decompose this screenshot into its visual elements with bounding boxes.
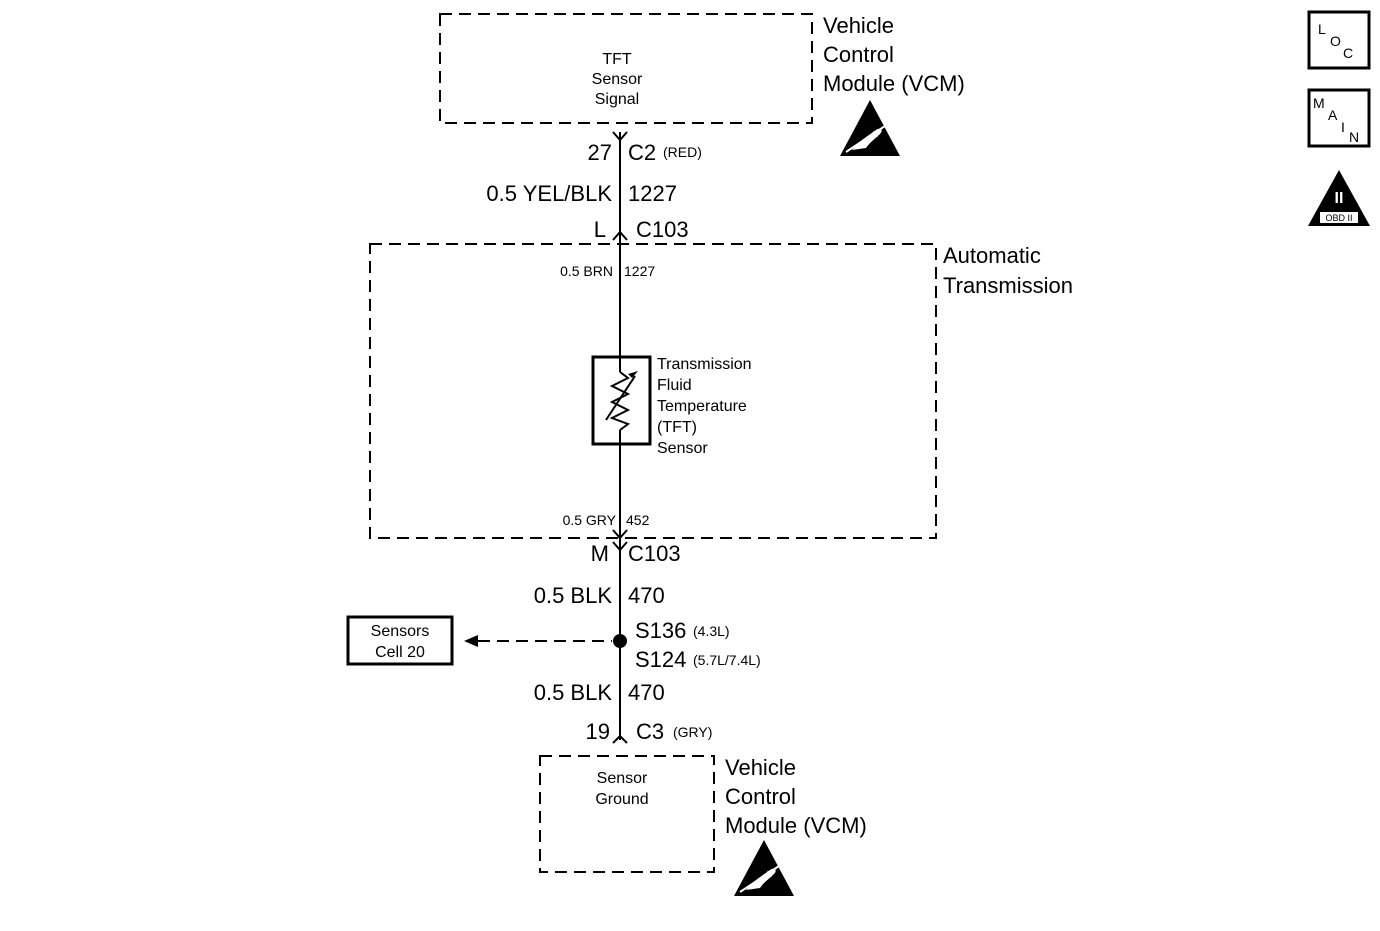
vcm-top-function-line-2: Sensor [592,71,643,88]
c103-top-connector-id: C103 [636,217,689,242]
esd-warning-icon [734,840,794,896]
wire-blk-lower-color: 0.5 BLK [534,680,613,705]
c103-top-connector-symbol [612,230,628,241]
wire-blk-upper-color: 0.5 BLK [534,583,613,608]
transmission-label-line-1: Automatic [943,243,1041,268]
c3-connector-id: C3 [636,719,664,744]
wire-top-color: 0.5 YEL/BLK [486,181,612,206]
loc-letter-l: L [1318,21,1326,37]
main-icon[interactable]: M A I N [1307,88,1371,148]
arrow-icon [628,371,638,378]
c3-pin: 19 [586,719,610,744]
loc-letter-c: C [1343,45,1353,61]
c2-connector-symbol [612,131,628,142]
splice-s136-id: S136 [635,618,686,643]
transmission-label-line-2: Transmission [943,273,1073,298]
sensor-label-line-4: (TFT) [657,419,697,436]
loc-icon[interactable]: L O C [1307,10,1371,70]
obd-ii-icon[interactable]: II OBD II [1308,170,1370,226]
c2-pin: 27 [588,140,612,165]
tft-sensor: Transmission Fluid Temperature (TFT) Sen… [591,355,752,457]
wire-gry-color: 0.5 GRY [563,512,617,528]
c2-connector-label: 27 C2 (RED) [588,140,702,165]
wire-blk-lower-circuit: 470 [628,680,665,705]
main-letter-a: A [1328,107,1338,123]
splice-s124-note: (5.7L/7.4L) [693,652,761,668]
vcm-top-label-line-2: Control [823,42,894,67]
vcm-bottom-module: Sensor Ground Vehicle Control Module (VC… [539,755,867,873]
obd-numeral: II [1335,190,1344,207]
arrow-icon [464,635,478,647]
ref-box-line-1: Sensors [371,623,430,640]
main-letter-m: M [1313,95,1325,111]
vcm-top-function-line-3: Signal [595,91,639,108]
main-letter-n: N [1349,129,1359,145]
vcm-bottom-label-line-1: Vehicle [725,755,796,780]
tft-sensor-box [591,355,652,446]
vcm-bottom-box [539,755,715,873]
wire-gry-circuit: 452 [626,512,650,528]
c103-bottom-female-symbol [612,541,628,552]
wire-blk-upper-circuit: 470 [628,583,665,608]
splice-s136-note: (4.3L) [693,623,730,639]
c103-bottom-male-symbol [612,529,628,540]
transmission-box [369,243,937,539]
sensors-cell-20-link[interactable]: Sensors Cell 20 [346,615,454,666]
sensor-label-line-5: Sensor [657,440,708,457]
c103-top-pin: L [594,217,606,242]
vcm-bottom-function-line-2: Ground [595,791,648,808]
vcm-top-function-line-1: TFT [602,51,632,68]
main-letter-i: I [1341,119,1345,135]
thermistor-arrow-line [605,375,636,421]
vcm-bottom-label-line-3: Module (VCM) [725,813,867,838]
vcm-top-module: TFT Sensor Signal Vehicle Control Module… [439,13,965,124]
wire-brn-color: 0.5 BRN [560,263,613,279]
vcm-top-label-line-1: Vehicle [823,13,894,38]
sensor-label-line-1: Transmission [657,356,752,373]
thermistor-icon [609,371,631,431]
esd-warning-icon [840,100,900,156]
c3-connector-symbol [612,734,628,744]
loc-letter-o: O [1330,33,1341,49]
wire-top-circuit: 1227 [628,181,677,206]
c103-bottom-connector-id: C103 [628,541,681,566]
splice-dot-icon [613,634,627,648]
sensor-label-line-2: Fluid [657,377,692,394]
vcm-bottom-function-line-1: Sensor [597,770,648,787]
c2-connector-id: C2 [628,140,656,165]
vcm-top-box [439,13,813,124]
c2-connector-color: (RED) [663,144,702,160]
sensor-label-line-3: Temperature [657,398,747,415]
transmission-module: Automatic Transmission [369,243,1073,539]
splice-s124-id: S124 [635,647,686,672]
c103-bottom-pin: M [591,541,609,566]
vcm-top-label-line-3: Module (VCM) [823,71,965,96]
ref-box-line-2: Cell 20 [375,644,425,661]
obd-label: OBD II [1325,213,1352,223]
vcm-bottom-label-line-2: Control [725,784,796,809]
wire-brn-circuit: 1227 [624,263,655,279]
c3-connector-color: (GRY) [673,724,712,740]
